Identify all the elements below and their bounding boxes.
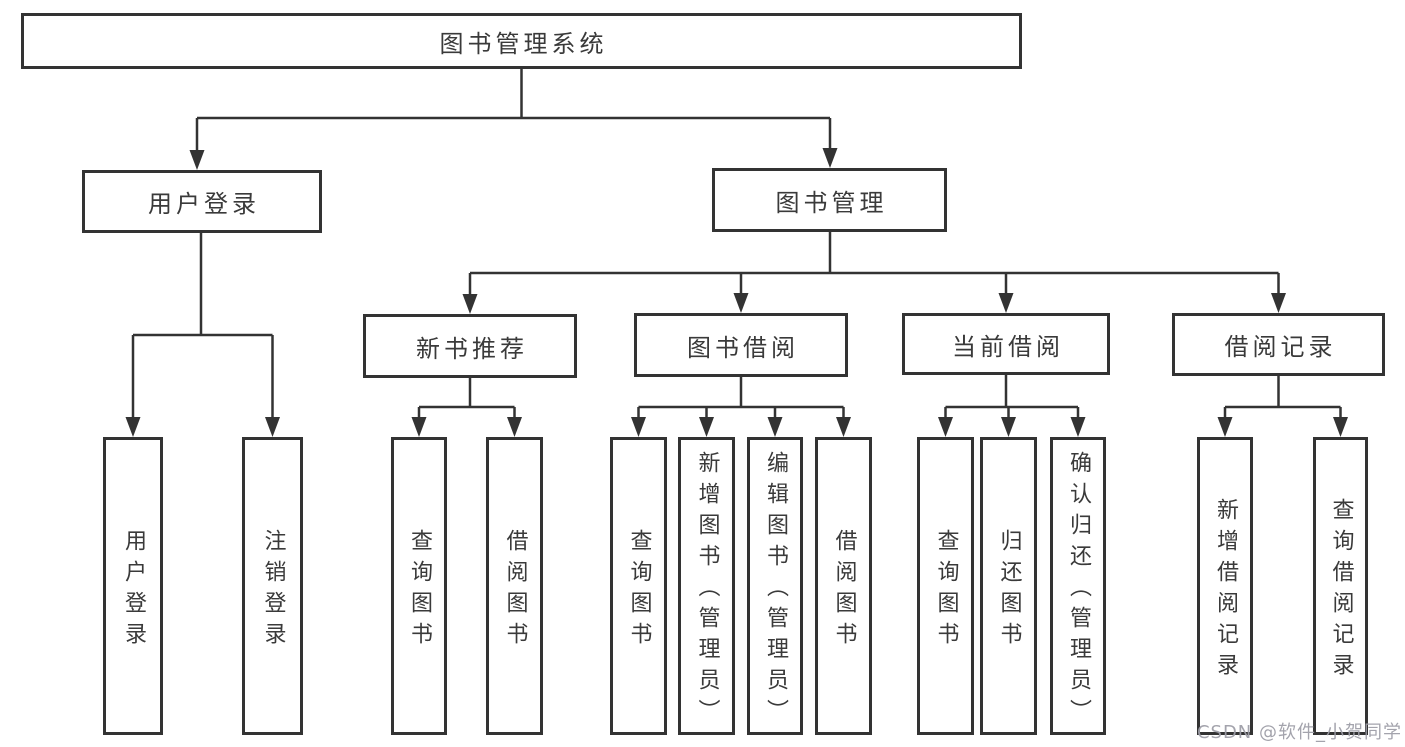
node-new-book-rec-label: 新书推荐 — [416, 334, 528, 363]
arrowhead — [767, 417, 783, 437]
leaf-user-login-label: 用户登录 — [121, 528, 146, 653]
arrowhead — [1001, 417, 1016, 437]
leaf-logout-label: 注销登录 — [260, 528, 286, 653]
leaf-query-book-3: 查询图书 — [917, 437, 974, 735]
node-new-book-rec: 新书推荐 — [363, 314, 577, 378]
csdn-watermark: CSDN @软件_小贺同学 — [1196, 722, 1402, 743]
leaf-edit-book-admin: 编辑图书（管理员） — [747, 437, 803, 735]
arrowhead — [938, 417, 953, 437]
leaf-borrow-book-1-label: 借阅图书 — [502, 528, 528, 653]
leaf-borrow-book-2: 借阅图书 — [815, 437, 872, 735]
connector-root-to-level1 — [189, 69, 838, 170]
connector-user-login-children — [125, 233, 280, 437]
arrowhead — [462, 294, 478, 314]
arrowhead — [1217, 417, 1233, 437]
leaf-query-book-1: 查询图书 — [391, 437, 447, 735]
node-borrow-record: 借阅记录 — [1172, 313, 1385, 376]
leaf-confirm-return-admin-label: 确认归还（管理员） — [1066, 451, 1091, 730]
arrowhead — [507, 417, 522, 437]
leaf-query-book-2-label: 查询图书 — [626, 528, 652, 653]
node-current-borrow-label: 当前借阅 — [952, 332, 1064, 361]
connector-new-book-rec-children — [411, 378, 522, 437]
arrowhead — [265, 417, 280, 437]
leaf-borrow-book-1: 借阅图书 — [486, 437, 543, 735]
node-book-mgmt: 图书管理 — [712, 168, 947, 232]
arrowhead — [998, 293, 1014, 313]
leaf-user-login: 用户登录 — [103, 437, 163, 735]
leaf-edit-book-admin-label: 编辑图书（管理员） — [763, 451, 788, 730]
leaf-return-book: 归还图书 — [980, 437, 1037, 735]
leaf-borrow-book-2-label: 借阅图书 — [831, 528, 857, 653]
leaf-add-book-admin: 新增图书（管理员） — [678, 437, 735, 735]
leaf-logout: 注销登录 — [242, 437, 303, 735]
leaf-add-borrow-record: 新增借阅记录 — [1197, 437, 1253, 735]
arrowhead — [836, 417, 851, 437]
node-current-borrow: 当前借阅 — [902, 313, 1110, 375]
node-book-borrow-label: 图书借阅 — [687, 333, 799, 362]
leaf-query-borrow-record: 查询借阅记录 — [1313, 437, 1368, 735]
connector-borrow-record-children — [1217, 376, 1348, 437]
arrowhead — [733, 293, 749, 313]
arrowhead — [631, 417, 646, 437]
connector-book-borrow-children — [631, 377, 851, 437]
arrowhead — [822, 148, 838, 168]
node-user-login-label: 用户登录 — [148, 190, 260, 218]
leaf-return-book-label: 归还图书 — [996, 528, 1022, 653]
node-borrow-record-label: 借阅记录 — [1224, 333, 1337, 361]
arrowhead — [1070, 417, 1086, 437]
leaf-add-borrow-record-label: 新增借阅记录 — [1213, 497, 1238, 684]
node-root-label: 图书管理系统 — [439, 29, 608, 58]
leaf-confirm-return-admin: 确认归还（管理员） — [1050, 437, 1106, 735]
arrowhead — [125, 417, 141, 437]
arrowhead — [189, 150, 205, 170]
node-user-login: 用户登录 — [82, 170, 322, 233]
leaf-query-book-2: 查询图书 — [610, 437, 667, 735]
leaf-query-book-3-label: 查询图书 — [933, 528, 959, 653]
connector-book-mgmt-children — [462, 232, 1286, 314]
leaf-query-borrow-record-label: 查询借阅记录 — [1328, 497, 1354, 684]
node-root: 图书管理系统 — [21, 13, 1022, 69]
node-book-borrow: 图书借阅 — [634, 313, 848, 377]
leaf-query-book-1-label: 查询图书 — [407, 528, 432, 653]
leaf-add-book-admin-label: 新增图书（管理员） — [694, 451, 720, 730]
node-book-mgmt-label: 图书管理 — [775, 188, 888, 217]
arrowhead — [699, 417, 714, 437]
arrowhead — [1271, 293, 1286, 313]
connector-current-borrow-children — [938, 375, 1086, 437]
arrowhead — [411, 417, 427, 437]
arrowhead — [1333, 417, 1348, 437]
